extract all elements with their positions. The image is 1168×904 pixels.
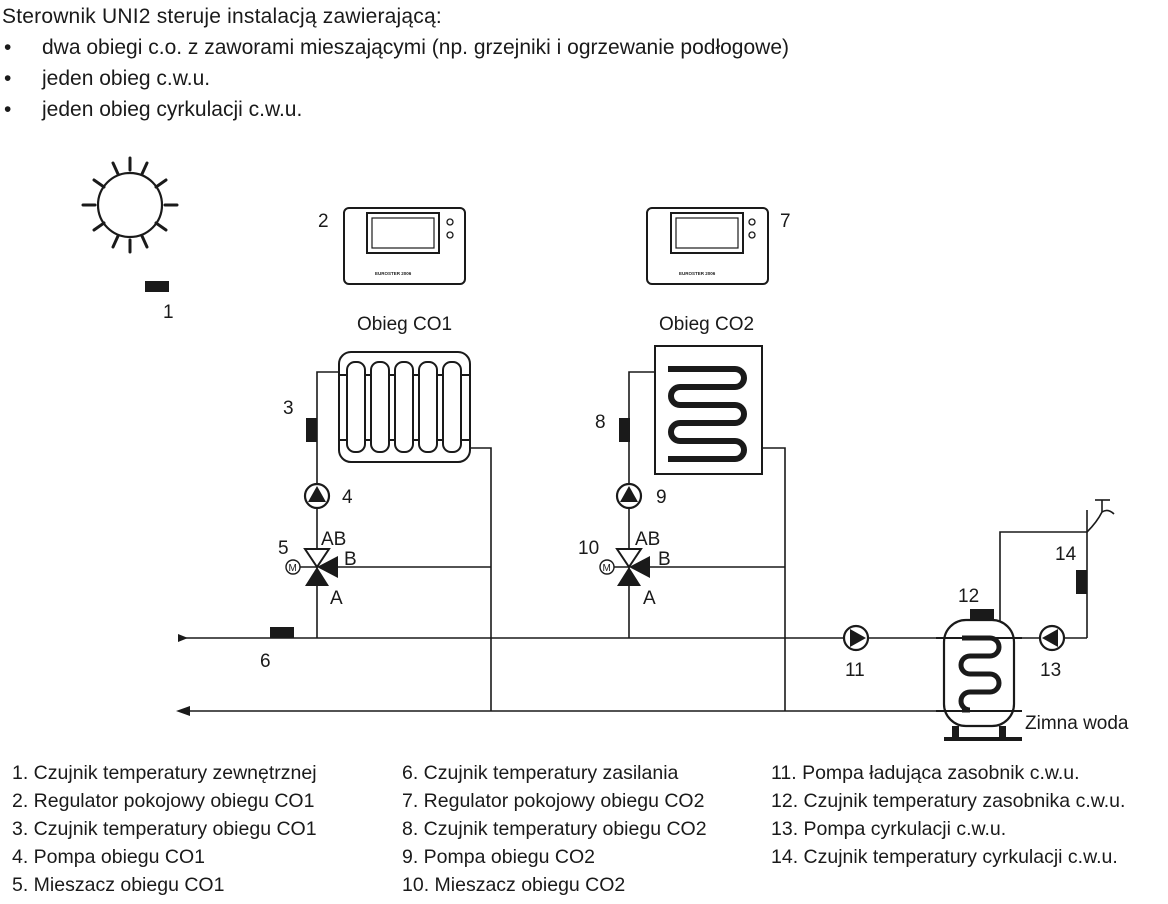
legend-column-2: 6. Czujnik temperatury zasilania 7. Regu… — [402, 759, 707, 899]
valve-port-b-co2: B — [658, 549, 671, 570]
legend-item: 8. Czujnik temperatury obiegu CO2 — [402, 818, 707, 840]
controller-brand-co2: EUROSTER 2006 — [679, 271, 716, 276]
label-10: 10 — [578, 538, 599, 559]
intro-bullet-item: jeden obieg cyrkulacji c.w.u. — [2, 94, 789, 125]
return-arrow-icon — [176, 706, 190, 716]
intro-bullet-item: dwa obiegi c.o. z zaworami mieszającymi … — [2, 32, 789, 63]
label-5: 5 — [278, 538, 289, 559]
label-2: 2 — [318, 211, 329, 232]
intro-bullet-item: jeden obieg c.w.u. — [2, 63, 789, 94]
legend-item: 13. Pompa cyrkulacji c.w.u. — [771, 818, 1007, 840]
label-1: 1 — [163, 302, 174, 323]
intro-section: Sterownik UNI2 steruje instalacją zawier… — [2, 2, 789, 125]
label-13: 13 — [1040, 660, 1061, 681]
pump-co1-icon — [303, 482, 331, 510]
intro-title: Sterownik UNI2 steruje instalacją zawier… — [2, 5, 442, 28]
legend-column-1: 1. Czujnik temperatury zewnętrznej 2. Re… — [12, 759, 317, 899]
legend-item: 3. Czujnik temperatury obiegu CO1 — [12, 818, 317, 840]
legend-item: 1. Czujnik temperatury zewnętrznej — [12, 762, 317, 784]
valve-port-a-co1: A — [330, 588, 343, 609]
label-7: 7 — [780, 211, 791, 232]
label-14: 14 — [1055, 544, 1077, 565]
valve-port-ab-co2: AB — [635, 529, 660, 550]
legend-item: 6. Czujnik temperatury zasilania — [402, 762, 679, 784]
motor-letter-co1: M — [289, 563, 297, 574]
legend-item: 4. Pompa obiegu CO1 — [12, 846, 205, 868]
cold-water-label: Zimna woda — [1025, 713, 1129, 734]
sensor-co2 — [619, 418, 630, 442]
legend-item: 11. Pompa ładująca zasobnik c.w.u. — [771, 762, 1080, 784]
label-8: 8 — [595, 412, 606, 433]
intro-bullet-list: dwa obiegi c.o. z zaworami mieszającymi … — [2, 32, 789, 125]
radiator-co1 — [338, 351, 471, 463]
motor-letter-co2: M — [603, 563, 611, 574]
sun-icon — [81, 156, 179, 254]
label-3: 3 — [283, 398, 294, 419]
valve-port-a-co2: A — [643, 588, 656, 609]
controller-brand-co1: EUROSTER 2006 — [375, 271, 412, 276]
dhw-cylinder-sensor — [970, 609, 994, 620]
label-6: 6 — [260, 651, 271, 672]
supply-arrow-icon — [178, 634, 188, 642]
legend-item: 10. Mieszacz obiegu CO2 — [402, 874, 626, 896]
room-controller-co1: EUROSTER 2006 — [343, 207, 466, 285]
supply-sensor — [270, 627, 294, 638]
tap-icon — [1086, 499, 1115, 533]
dhw-charging-pump-icon — [842, 624, 870, 652]
mixing-valve-co2-icon: M — [599, 548, 650, 586]
dhw-cylinder — [936, 618, 1022, 741]
circulation-pump-icon — [1038, 624, 1066, 652]
outdoor-sensor — [145, 281, 169, 292]
circuit-co2-title: Obieg CO2 — [659, 314, 754, 335]
legend-item: 5. Mieszacz obiegu CO1 — [12, 874, 225, 896]
legend-column-3: 11. Pompa ładująca zasobnik c.w.u. 12. C… — [771, 759, 1125, 871]
valve-port-ab-co1: AB — [321, 529, 346, 550]
label-12: 12 — [958, 586, 979, 607]
legend-item: 2. Regulator pokojowy obiegu CO1 — [12, 790, 315, 812]
legend-item: 14. Czujnik temperatury cyrkulacji c.w.u… — [771, 846, 1118, 868]
sensor-co1 — [306, 418, 317, 442]
mixing-valve-co1-icon: M — [285, 548, 338, 586]
legend-item: 9. Pompa obiegu CO2 — [402, 846, 595, 868]
floor-heating-co2 — [654, 345, 763, 475]
valve-port-b-co1: B — [344, 549, 357, 570]
label-11: 11 — [845, 660, 865, 681]
label-4: 4 — [342, 487, 353, 508]
circuit-co1-title: Obieg CO1 — [357, 314, 452, 335]
circulation-sensor — [1076, 570, 1087, 594]
pump-co2-icon — [615, 482, 643, 510]
legend-item: 7. Regulator pokojowy obiegu CO2 — [402, 790, 705, 812]
legend-item: 12. Czujnik temperatury zasobnika c.w.u. — [771, 790, 1126, 812]
label-9: 9 — [656, 487, 667, 508]
room-controller-co2: EUROSTER 2006 — [646, 207, 769, 285]
